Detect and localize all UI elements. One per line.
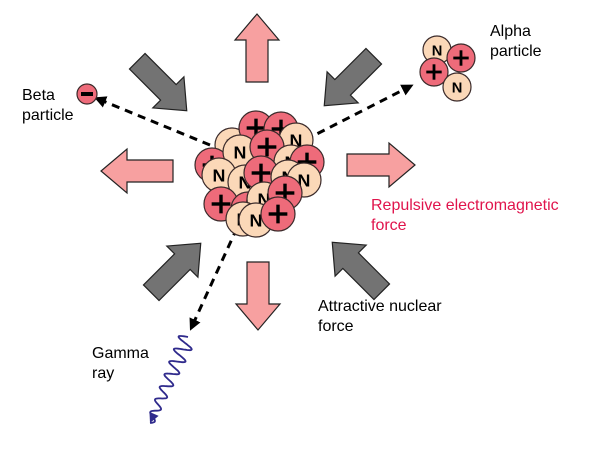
proton	[260, 196, 296, 232]
gamma-ray-label: Gamma ray	[92, 345, 149, 382]
repulsive-arrow-down	[234, 261, 282, 331]
neutron-symbol: N	[452, 80, 463, 96]
proton	[446, 43, 476, 73]
proton	[419, 57, 449, 87]
attractive-force-label: Attractive nuclear force	[318, 298, 442, 335]
nucleus: NNNNNNNNNNN	[194, 110, 325, 238]
neutron-symbol: N	[250, 210, 263, 230]
gamma-emission-path	[189, 227, 239, 331]
repulsive-arrow-up	[233, 13, 281, 83]
beta-particle-label: Beta particle	[22, 87, 74, 124]
repulsive-arrow-left	[100, 147, 174, 195]
repulsive-force-label: Repulsive electromagnetic force	[371, 197, 559, 234]
gamma-arrowhead	[149, 411, 159, 423]
minus-icon	[81, 92, 93, 96]
neutron-symbol: N	[432, 43, 443, 59]
neutron: N	[442, 72, 472, 102]
alpha-particle-label: Alpha particle	[490, 23, 542, 60]
neutron: N	[222, 134, 258, 170]
alpha-emission-path	[304, 84, 414, 142]
gamma-ray-wave	[149, 335, 193, 424]
attractive-arrow-top-right	[323, 47, 383, 107]
beta-particle	[76, 83, 98, 105]
attractive-arrow-bottom-right	[331, 241, 391, 301]
neutron-symbol: N	[234, 142, 247, 162]
neutron-symbol: N	[213, 165, 226, 185]
emission-paths	[94, 84, 414, 331]
gamma-wave	[149, 335, 193, 424]
alpha-particle: NN	[419, 35, 476, 102]
beta-emission-path	[94, 96, 211, 147]
attractive-arrow-bottom-left	[142, 242, 202, 302]
force-arrows	[100, 13, 416, 331]
attractive-arrow-top-left	[128, 52, 188, 112]
repulsive-arrow-right	[346, 141, 416, 189]
